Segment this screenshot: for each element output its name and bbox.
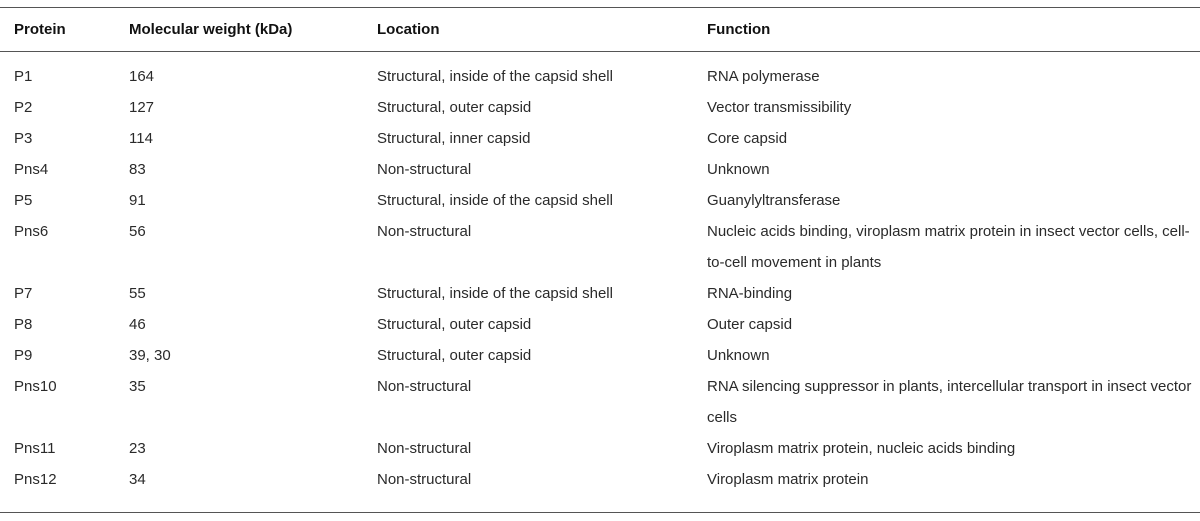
- protein-table: Protein Molecular weight (kDa) Location …: [0, 8, 1200, 495]
- function-cell: RNA silencing suppressor in plants, inte…: [707, 378, 1192, 426]
- molecular-weight-cell: 34: [129, 471, 146, 488]
- function-cell: Viroplasm matrix protein: [707, 471, 869, 488]
- function-cell: Vector transmissibility: [707, 99, 852, 116]
- top-rule: [0, 7, 1200, 8]
- location-cell: Structural, inner capsid: [377, 130, 531, 147]
- protein-cell: Pns4: [14, 161, 49, 178]
- molecular-weight-cell: 35: [129, 378, 146, 395]
- molecular-weight-cell: 55: [129, 285, 146, 302]
- protein-cell: P7: [14, 285, 33, 302]
- table-row: P8 46 Structural, outer capsid Outer capsid: [0, 309, 1200, 340]
- table-row: Pns11 23 Non-structural Viroplasm matrix pr…: [0, 433, 1200, 464]
- function-cell: Unknown: [707, 161, 770, 178]
- table-row: Pns4 83 Non-structural Unknown: [0, 154, 1200, 185]
- function-cell: RNA-binding: [707, 285, 793, 302]
- header-function: Function: [707, 21, 771, 38]
- table-row: P1 164 Structural, inside of the capsid sh…: [0, 51, 1200, 92]
- molecular-weight-cell: 83: [129, 161, 146, 178]
- protein-cell: P1: [14, 68, 33, 85]
- molecular-weight-cell: 127: [129, 99, 155, 116]
- function-cell: Outer capsid: [707, 316, 793, 333]
- protein-cell: P3: [14, 130, 33, 147]
- function-cell: Core capsid: [707, 130, 788, 147]
- molecular-weight-cell: 23: [129, 440, 146, 457]
- location-cell: Non-structural: [377, 223, 472, 240]
- table-row: Pns6 56 Non-structural Nucleic acids bindin…: [0, 216, 1200, 278]
- header-protein: Protein: [14, 21, 66, 38]
- table-row: P5 91 Structural, inside of the capsid she…: [0, 185, 1200, 216]
- function-cell: Viroplasm matrix protein, nucleic acids …: [707, 440, 1016, 457]
- protein-cell: P8: [14, 316, 33, 333]
- table-row: P3 114 Structural, inner capsid Core capsid: [0, 123, 1200, 154]
- table-row: Pns10 35 Non-structural RNA silencing suppr…: [0, 371, 1200, 433]
- protein-cell: Pns12: [14, 471, 57, 488]
- protein-cell: Pns6: [14, 223, 49, 240]
- location-cell: Structural, outer capsid: [377, 99, 532, 116]
- location-cell: Structural, inside of the capsid shell: [377, 285, 613, 302]
- table-row: P9 39, 30 Structural, outer capsid Unknown: [0, 340, 1200, 371]
- bottom-rule: [0, 512, 1200, 513]
- header-rule: [0, 51, 1200, 52]
- header-molecular-weight: Molecular weight (kDa): [129, 21, 293, 38]
- molecular-weight-cell: 39, 30: [129, 347, 171, 364]
- location-cell: Non-structural: [377, 161, 472, 178]
- function-cell: RNA polymerase: [707, 68, 820, 85]
- function-cell: Unknown: [707, 347, 770, 364]
- location-cell: Structural, outer capsid: [377, 316, 532, 333]
- protein-cell: Pns11: [14, 440, 56, 457]
- molecular-weight-cell: 91: [129, 192, 146, 209]
- location-cell: Structural, outer capsid: [377, 347, 532, 364]
- header-row: Protein Molecular weight (kDa) Location …: [0, 8, 1200, 51]
- function-cell: Nucleic acids binding, viroplasm matrix …: [707, 223, 1190, 271]
- protein-cell: P5: [14, 192, 33, 209]
- location-cell: Non-structural: [377, 378, 472, 395]
- table-row: P7 55 Structural, inside of the capsid she…: [0, 278, 1200, 309]
- function-cell: Guanylyltransferase: [707, 192, 841, 209]
- table-row: Pns12 34 Non-structural Viroplasm matrix pr…: [0, 464, 1200, 495]
- location-cell: Non-structural: [377, 440, 472, 457]
- molecular-weight-cell: 56: [129, 223, 146, 240]
- molecular-weight-cell: 164: [129, 68, 155, 85]
- protein-cell: P9: [14, 347, 33, 364]
- protein-cell: Pns10: [14, 378, 57, 395]
- molecular-weight-cell: 114: [129, 130, 153, 147]
- location-cell: Structural, inside of the capsid shell: [377, 68, 613, 85]
- location-cell: Non-structural: [377, 471, 472, 488]
- molecular-weight-cell: 46: [129, 316, 146, 333]
- table-row: P2 127 Structural, outer capsid Vector tran…: [0, 92, 1200, 123]
- location-cell: Structural, inside of the capsid shell: [377, 192, 613, 209]
- protein-cell: P2: [14, 99, 33, 116]
- header-location: Location: [377, 21, 440, 38]
